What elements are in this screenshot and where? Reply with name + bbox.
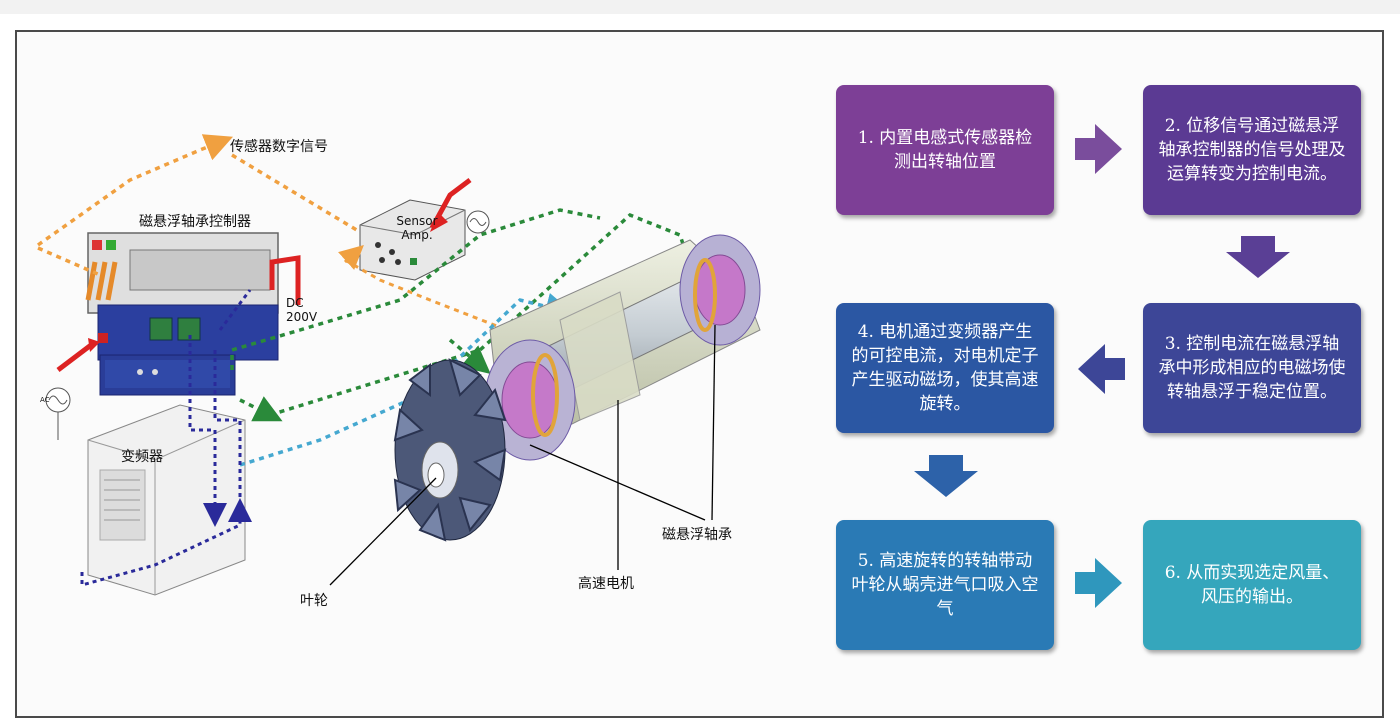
step-1-box: 1. 内置电感式传感器检测出转轴位置 xyxy=(836,85,1054,215)
impeller-label: 叶轮 xyxy=(300,593,328,609)
rotor-assembly xyxy=(484,234,761,461)
step-2-box: 2. 位移信号通过磁悬浮轴承控制器的信号处理及运算转变为控制电流。 xyxy=(1143,85,1361,215)
step-6-text: 6. 从而实现选定风量、风压的输出。 xyxy=(1164,563,1340,607)
step-3-box: 3. 控制电流在磁悬浮轴承中形成相应的电磁场使转轴悬浮于稳定位置。 xyxy=(1143,303,1361,433)
step-5-text: 5. 高速旋转的转轴带动叶轮从蜗壳进气口吸入空气 xyxy=(851,551,1039,619)
inverter-link-line xyxy=(188,335,227,527)
controller-label: 磁悬浮轴承控制器 xyxy=(139,214,251,230)
top-strip xyxy=(0,0,1400,14)
step-5-box: 5. 高速旋转的转轴带动叶轮从蜗壳进气口吸入空气 xyxy=(836,520,1054,650)
impeller xyxy=(393,358,507,542)
bearing-control-line xyxy=(239,396,283,422)
step-1-text: 1. 内置电感式传感器检测出转轴位置 xyxy=(857,128,1033,172)
arrow-step4-to-step5 xyxy=(914,455,978,497)
ac-power-line xyxy=(56,340,97,372)
sensor-signal-line xyxy=(36,134,233,247)
step-6-box: 6. 从而实现选定风量、风压的输出。 xyxy=(1143,520,1361,650)
arrow-step2-to-step3 xyxy=(1226,236,1290,278)
arrow-step3-to-step4 xyxy=(1078,344,1125,394)
arrow-step5-to-step6 xyxy=(1075,558,1122,608)
dc-label: DC 200V xyxy=(286,296,318,324)
controller-unit xyxy=(85,232,279,396)
sensor-signal-label: 传感器数字信号 xyxy=(230,139,328,155)
dc-power-line xyxy=(269,255,301,305)
bearing-pointer-a xyxy=(529,444,706,521)
impeller-pointer xyxy=(329,477,437,586)
step-4-box: 4. 电机通过变频器产生的可控电流，对电机定子产生驱动磁场，使其高速旋转。 xyxy=(836,303,1054,433)
arrow-step1-to-step2 xyxy=(1075,124,1122,174)
step-4-text: 4. 电机通过变频器产生的可控电流，对电机定子产生驱动磁场，使其高速旋转。 xyxy=(851,322,1039,414)
sensor-amp-label: Sensor Amp. xyxy=(396,214,438,242)
sensor-amp-unit xyxy=(359,178,472,281)
motor-label: 高速电机 xyxy=(578,576,634,592)
bearing-pointer-b xyxy=(711,324,716,521)
ac-source-icon xyxy=(45,210,490,440)
step-3-text: 3. 控制电流在磁悬浮轴承中形成相应的电磁场使转轴悬浮于稳定位置。 xyxy=(1158,334,1346,402)
inverter-cabinet xyxy=(87,404,246,596)
step-2-text: 2. 位移信号通过磁悬浮轴承控制器的信号处理及运算转变为控制电流。 xyxy=(1158,116,1346,184)
bearing-label: 磁悬浮轴承 xyxy=(662,527,732,543)
ac-label: AC xyxy=(40,396,50,404)
inverter-label: 变频器 xyxy=(121,449,163,465)
